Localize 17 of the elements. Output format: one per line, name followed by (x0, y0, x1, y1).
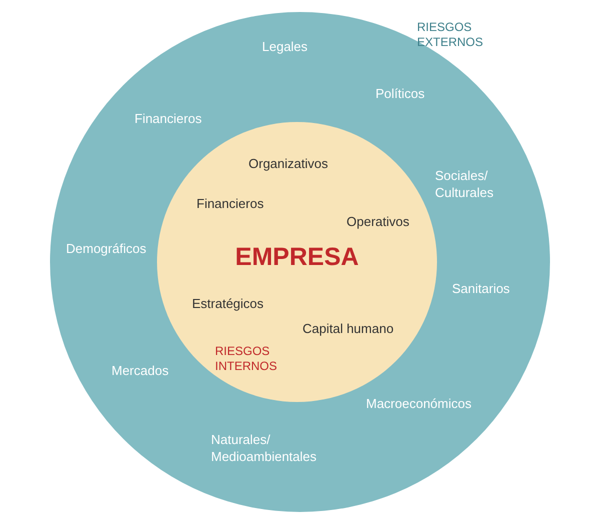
risk-label: Capital humano (302, 320, 394, 337)
risk-label: Estratégicos (192, 295, 264, 312)
risk-label: Mercados (112, 362, 169, 379)
risk-label: Legales (262, 38, 308, 55)
risk-label: Sanitarios (452, 280, 510, 297)
risk-label: Sociales/ Culturales (435, 167, 495, 201)
center-title: EMPRESA (234, 243, 360, 271)
risk-label: Macroeconómicos (366, 395, 472, 412)
group-heading: RIESGOS EXTERNOS (417, 20, 484, 50)
risk-label: Demográficos (66, 240, 146, 257)
risk-label: Políticos (376, 85, 425, 102)
risk-label: Financieros (134, 110, 202, 127)
risk-label: Financieros (196, 195, 264, 212)
risk-label: Naturales/ Medioambientales (211, 431, 318, 465)
group-heading: RIESGOS INTERNOS (215, 344, 278, 374)
risk-label: Organizativos (248, 155, 328, 172)
risk-label: Operativos (346, 213, 410, 230)
